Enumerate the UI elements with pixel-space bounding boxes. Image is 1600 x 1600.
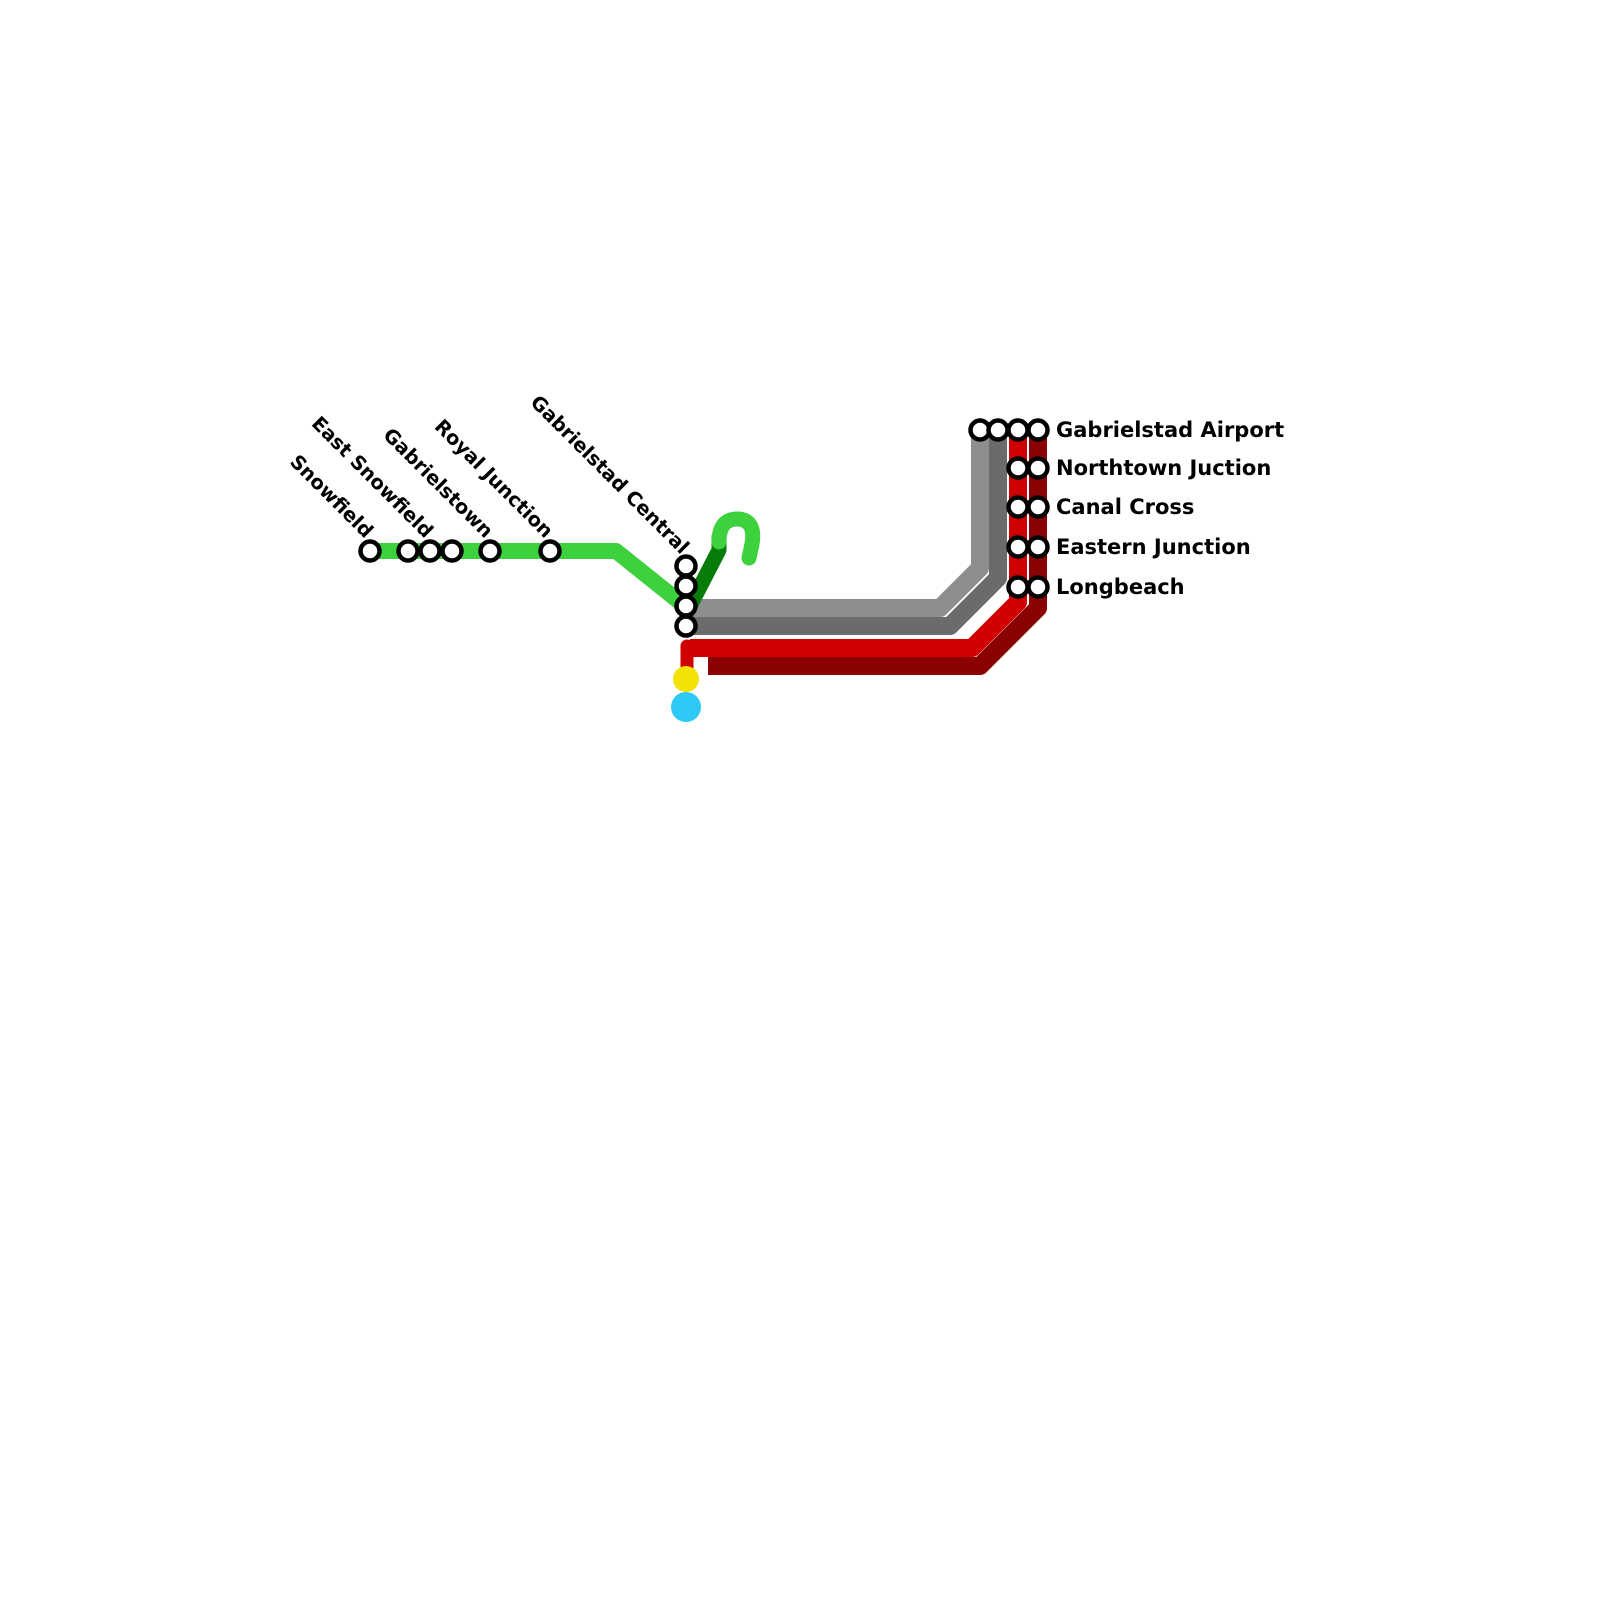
station-marker-longbeach (1026, 575, 1050, 599)
station-marker-royal-junction (538, 539, 562, 563)
station-marker-airport (986, 418, 1010, 442)
station-marker (674, 614, 698, 638)
station-marker-northtown (1026, 456, 1050, 480)
dark-red-line (708, 430, 1047, 675)
green-line (362, 543, 694, 615)
station-label-eastern-junction: Eastern Junction (1056, 535, 1251, 559)
station-label-gabrielstown: Gabrielstown (379, 423, 498, 542)
station-marker-snowfield (358, 539, 382, 563)
line-termini (671, 666, 701, 722)
station-label-canal-cross: Canal Cross (1056, 495, 1194, 519)
station-markers (358, 418, 1050, 638)
station-marker-northtown (1006, 456, 1030, 480)
station-label-longbeach: Longbeach (1056, 575, 1185, 599)
station-marker-airport (1026, 418, 1050, 442)
station-label-gabrielstad-airport: Gabrielstad Airport (1056, 418, 1284, 442)
station-label-northtown-juction: Northtown Juction (1056, 456, 1271, 480)
green-branch-hook (711, 511, 761, 566)
gray-line-outer (690, 430, 989, 617)
station-marker (396, 539, 420, 563)
station-label-gabrielstad-central: Gabrielstad Central (526, 391, 694, 559)
station-marker-airport (1006, 418, 1030, 442)
gray-line-inner (690, 430, 1007, 635)
station-marker (440, 539, 464, 563)
station-labels: Snowfield East Snowfield Gabrielstown Ro… (285, 391, 1284, 599)
station-marker-east-snowfield (418, 539, 442, 563)
station-marker-eastern-junction (1026, 535, 1050, 559)
station-marker-eastern-junction (1006, 535, 1030, 559)
station-marker-gabrielstad-central (674, 554, 698, 578)
station-marker-canal-cross (1026, 495, 1050, 519)
station-marker (674, 574, 698, 598)
cyan-line-terminus (671, 692, 701, 722)
station-marker-longbeach (1006, 575, 1030, 599)
station-marker (674, 594, 698, 618)
yellow-line-terminus (673, 666, 699, 692)
station-marker-gabrielstown (478, 539, 502, 563)
station-marker-canal-cross (1006, 495, 1030, 519)
